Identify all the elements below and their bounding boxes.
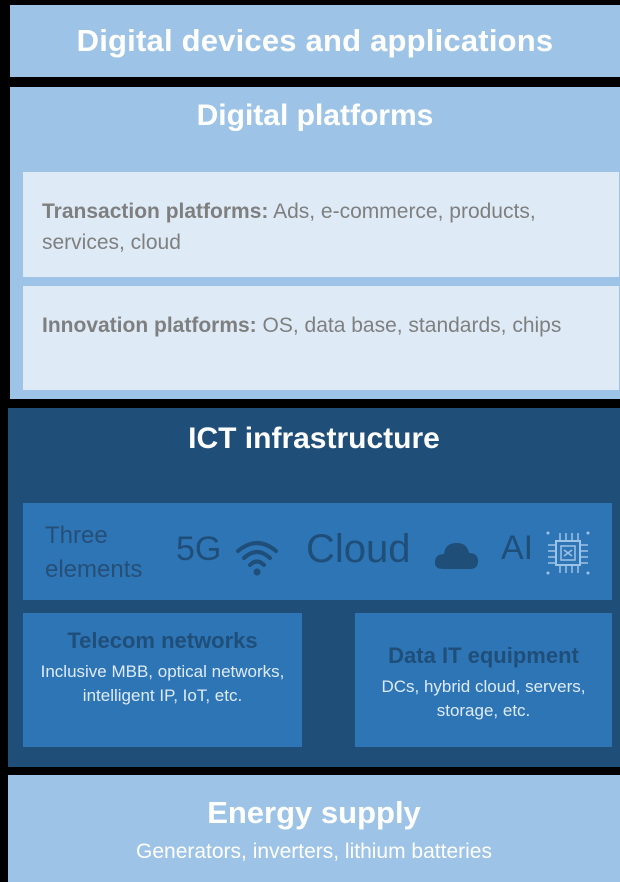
cloud-icon bbox=[433, 539, 479, 576]
layer-energy-supply: Energy supply Generators, inverters, lit… bbox=[8, 775, 620, 882]
ai-label: AI bbox=[501, 529, 534, 567]
energy-title: Energy supply bbox=[207, 795, 421, 830]
three-elements-box: Three elements 5G Cloud AI bbox=[23, 503, 612, 600]
layer-digital-devices: Digital devices and applications bbox=[10, 5, 620, 77]
fiveg-label: 5G bbox=[176, 530, 222, 568]
transaction-platforms-label: Transaction platforms: bbox=[42, 200, 269, 223]
cloud-label: Cloud bbox=[306, 527, 411, 571]
innovation-platforms-box: Innovation platforms: OS, data base, sta… bbox=[23, 286, 619, 390]
transaction-platforms-box: Transaction platforms: Ads, e-commerce, … bbox=[23, 172, 619, 277]
layer-digital-platforms: Digital platforms Transaction platforms:… bbox=[10, 87, 620, 399]
data-it-equipment-desc: DCs, hybrid cloud, servers, storage, etc… bbox=[381, 677, 586, 720]
devices-title: Digital devices and applications bbox=[76, 23, 554, 58]
data-it-equipment-title: Data IT equipment bbox=[388, 643, 579, 668]
layer-ict-infrastructure: ICT infrastructure Three elements 5G Clo… bbox=[8, 408, 620, 767]
telecom-networks-desc: Inclusive MBB, optical networks, intelli… bbox=[40, 662, 285, 705]
chip-icon bbox=[545, 530, 591, 581]
wifi-icon bbox=[236, 539, 278, 582]
innovation-platforms-label: Innovation platforms: bbox=[42, 314, 257, 337]
three-elements-label: Three elements bbox=[45, 522, 143, 583]
data-it-equipment-box: Data IT equipment DCs, hybrid cloud, ser… bbox=[355, 613, 612, 747]
platforms-title: Digital platforms bbox=[196, 99, 434, 132]
ict-title: ICT infrastructure bbox=[188, 422, 440, 455]
telecom-networks-title: Telecom networks bbox=[67, 628, 258, 653]
telecom-networks-box: Telecom networks Inclusive MBB, optical … bbox=[23, 613, 302, 747]
innovation-platforms-text: OS, data base, standards, chips bbox=[256, 314, 562, 337]
transaction-platforms-text: Ads, e-commerce, products, services, clo… bbox=[42, 200, 536, 254]
energy-desc: Generators, inverters, lithium batteries bbox=[136, 840, 492, 863]
